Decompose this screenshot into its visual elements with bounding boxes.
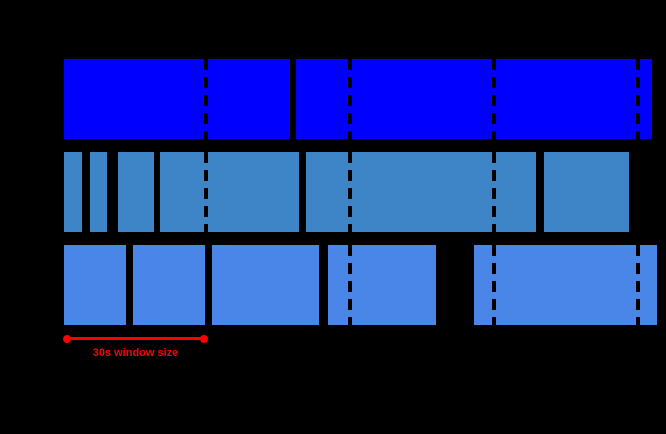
window-boundary-dashed-line — [348, 152, 352, 232]
window-size-arrow — [63, 334, 208, 343]
arrow-left-dot-icon — [63, 334, 71, 343]
bar-segment-middle — [306, 152, 536, 232]
window-boundary-dashed-line — [636, 59, 640, 139]
window-boundary-dashed-line — [348, 59, 352, 139]
bar-segment-bottom — [474, 245, 657, 325]
window-boundary-dashed-line — [492, 245, 496, 325]
bar-segment-middle — [90, 152, 107, 232]
bar-segment-top — [64, 59, 290, 139]
window-boundary-dashed-line — [204, 152, 208, 232]
bar-segment-bottom — [212, 245, 319, 325]
window-size-label: 30s window size — [92, 347, 179, 359]
bar-segment-bottom — [328, 245, 436, 325]
bar-segment-middle — [160, 152, 299, 232]
window-boundary-dashed-line — [204, 59, 208, 139]
bar-segment-middle — [118, 152, 154, 232]
bar-segment-middle — [544, 152, 629, 232]
window-boundary-dashed-line — [492, 59, 496, 139]
window-boundary-dashed-line — [348, 245, 352, 325]
window-boundary-dashed-line — [636, 245, 640, 325]
window-boundary-dashed-line — [492, 152, 496, 232]
bar-segment-bottom — [64, 245, 126, 325]
bar-segment-bottom — [133, 245, 205, 325]
bar-segment-top — [296, 59, 652, 139]
bar-segment-middle — [64, 152, 82, 232]
arrow-right-dot-icon — [200, 334, 208, 343]
